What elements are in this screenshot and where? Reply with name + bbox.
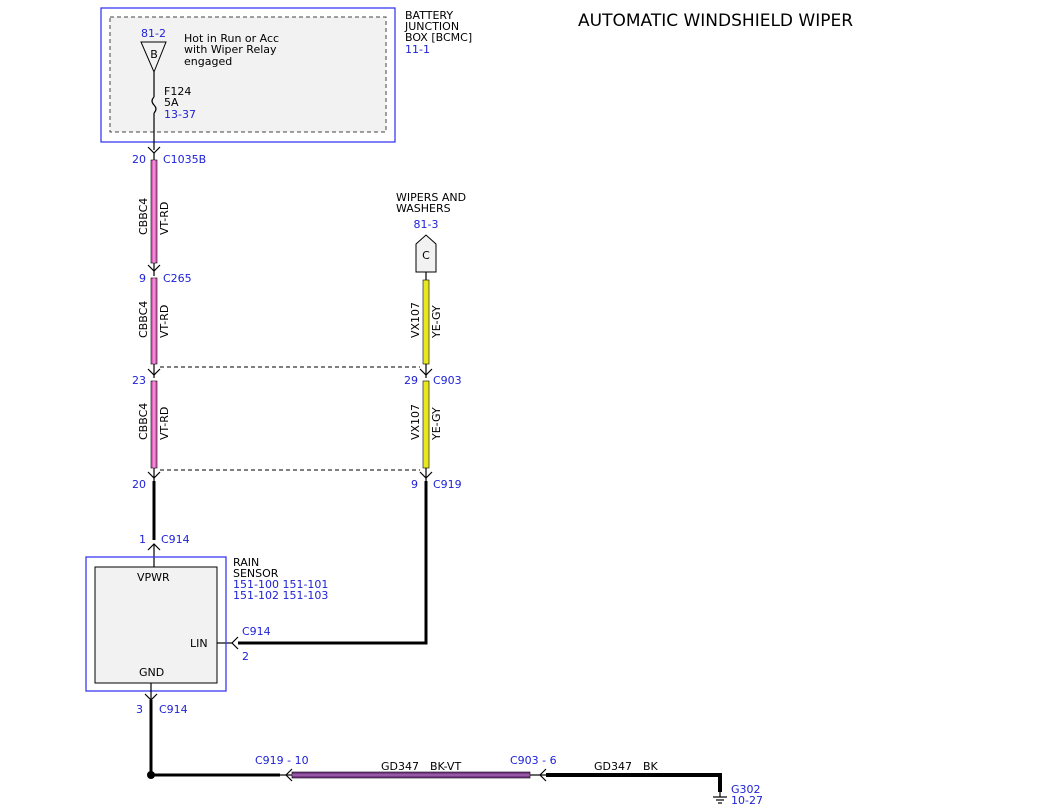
wire-seg1-color: VT-RD (158, 202, 171, 235)
fuse-rating: 5A (164, 96, 179, 109)
wipers-name-line1: WIPERS AND (396, 191, 466, 204)
splice-dot-icon (147, 771, 155, 779)
rain-sensor-pin-lin: LIN (190, 637, 208, 650)
diagram-title: AUTOMATIC WINDSHIELD WIPER (578, 11, 853, 31)
rain-sensor-outline[interactable] (85, 556, 227, 692)
fuse-ref-link[interactable]: 13-37 (164, 108, 196, 121)
c1035b-pin: 20 (132, 153, 146, 166)
c914-connector-link-top[interactable]: C914 (161, 533, 190, 546)
rain-sensor-pin-gnd: GND (139, 666, 164, 679)
lin-pin: 2 (242, 650, 249, 663)
c903-left-pin: 23 (132, 374, 146, 387)
wire-vx107-seg2[interactable] (422, 380, 430, 469)
wire-gd347-bkvt-circuit: GD347 (381, 760, 419, 773)
connector-c265-arrow-icon (147, 264, 161, 272)
c914-pin1: 1 (139, 533, 146, 546)
wire-gd347-bk[interactable] (546, 773, 722, 792)
rain-sensor-inner-box (94, 566, 218, 684)
connector-c914-lin-arrow-icon (231, 636, 239, 650)
gnd-pin: 3 (136, 703, 143, 716)
rain-sensor-name-line1: RAIN (233, 556, 259, 569)
bjb-name-line2: JUNCTION (404, 20, 459, 33)
c919-10-label[interactable]: C919 - 10 (255, 754, 309, 767)
c903-right-pin: 29 (404, 374, 418, 387)
power-desc-line3: engaged (184, 55, 232, 68)
ground-id-link[interactable]: G302 (731, 783, 761, 796)
wire-lin[interactable] (238, 481, 428, 645)
c919-left-pin: 20 (132, 478, 146, 491)
bjb-name-line3: BOX [BCMC] (405, 31, 472, 44)
ground-icon (713, 792, 727, 804)
power-desc-line2: with Wiper Relay (184, 43, 277, 56)
wire-gd347-bkvt-color: BK-VT (430, 760, 461, 773)
connector-c919-right-arrow-icon (419, 471, 433, 479)
wire-vx107-seg1[interactable] (422, 279, 430, 365)
wire-seg2-circuit: CBBC4 (137, 301, 150, 338)
wire-vx107-seg2-color: YE-GY (430, 407, 443, 441)
ground-ref-link[interactable]: 10-27 (731, 794, 763, 807)
wire-seg2-color: VT-RD (158, 305, 171, 338)
power-source-symbol: B (150, 48, 158, 61)
connector-c919-left-arrow-icon (147, 471, 161, 479)
c919-connector-link[interactable]: C919 (433, 478, 462, 491)
bjb-name-line1: BATTERY (405, 9, 453, 22)
fuse-id: F124 (164, 85, 191, 98)
power-ref-link[interactable]: 81-2 (141, 27, 166, 40)
rain-sensor-name-line2: SENSOR (233, 567, 279, 580)
rain-sensor-pin-vpwr: VPWR (137, 571, 170, 584)
bjb-outline[interactable] (100, 7, 396, 143)
wipers-symbol: C (422, 249, 430, 262)
wire-seg3-color: VT-RD (158, 407, 171, 440)
wipers-ref-link[interactable]: 81-3 (414, 218, 439, 231)
c903-connector-link[interactable]: C903 (433, 374, 462, 387)
c265-connector-link[interactable]: C265 (163, 272, 192, 285)
connector-c903-left-arrow-icon (147, 368, 161, 376)
wire-seg1-circuit: CBBC4 (137, 198, 150, 235)
lin-connector-link[interactable]: C914 (242, 625, 271, 638)
rain-sensor-refs-line1[interactable]: 151-100 151-101 (233, 578, 328, 591)
wire-gd347-bk-circuit: GD347 (594, 760, 632, 773)
c1035b-connector-link[interactable]: C1035B (163, 153, 206, 166)
bjb-inner-box (109, 16, 387, 133)
c919-right-pin: 9 (411, 478, 418, 491)
wire-vx107-seg2-circuit: VX107 (409, 404, 422, 440)
wipers-name-line2: WASHERS (396, 202, 451, 215)
power-desc-line1: Hot in Run or Acc (184, 32, 279, 45)
rain-sensor-refs-line2[interactable]: 151-102 151-103 (233, 589, 328, 602)
wire-vx107-seg1-circuit: VX107 (409, 302, 422, 338)
wipers-offpage-connector-icon (415, 234, 437, 273)
wire-vx107-seg1-color: YE-GY (430, 305, 443, 339)
bjb-ref-link[interactable]: 11-1 (405, 43, 430, 56)
wire-gd347-bk-color: BK (643, 760, 659, 773)
fuse-icon (151, 96, 157, 114)
c265-pin: 9 (139, 272, 146, 285)
gnd-connector-link[interactable]: C914 (159, 703, 188, 716)
connector-c903-right-arrow-icon (419, 368, 433, 376)
power-source-triangle-icon (140, 41, 167, 74)
wire-seg3-circuit: CBBC4 (137, 403, 150, 440)
c903-6-label[interactable]: C903 - 6 (510, 754, 557, 767)
